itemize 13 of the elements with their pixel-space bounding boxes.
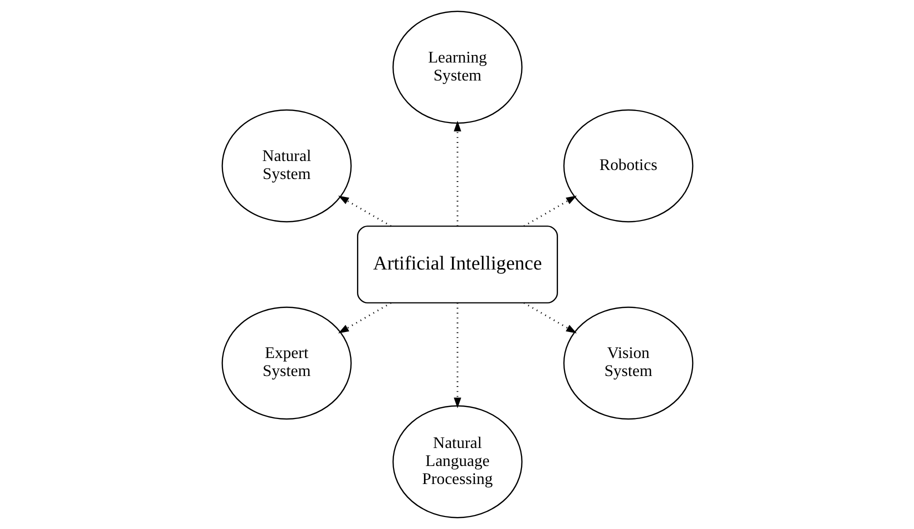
node-ellipse: Expert System: [221, 306, 352, 420]
node-ellipse: Robotics: [562, 109, 693, 222]
node-ellipse: Learning System: [392, 10, 522, 124]
node-box: Artificial Intelligence: [356, 226, 558, 304]
node-ellipse: Natural Language Processing: [392, 405, 522, 518]
node-ellipse: Natural System: [221, 109, 352, 222]
arrow: [338, 302, 391, 334]
arrow: [453, 120, 461, 226]
node-ellipse: Vision System: [562, 306, 693, 420]
arrow: [338, 196, 391, 227]
arrow: [453, 303, 461, 408]
arrow: [523, 302, 576, 334]
arrow: [523, 196, 576, 227]
